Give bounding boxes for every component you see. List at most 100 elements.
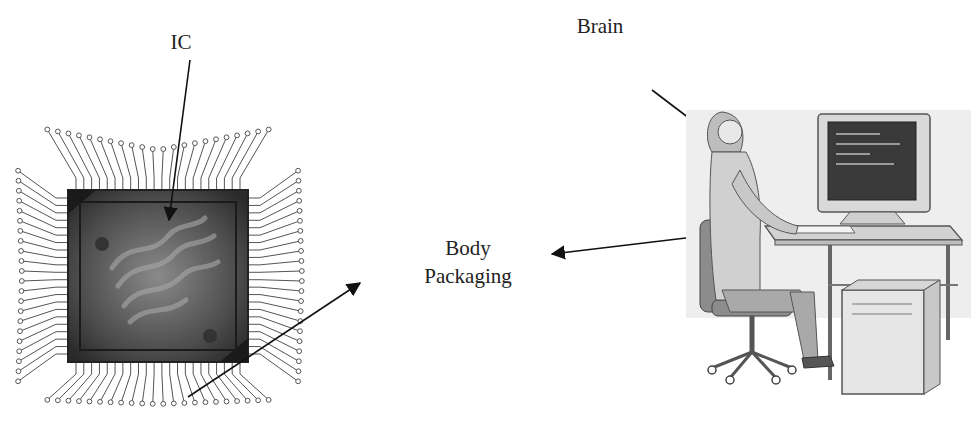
person-at-computer	[686, 110, 971, 394]
pin-lead	[22, 271, 68, 272]
pin-lead	[132, 145, 139, 190]
pin-lead	[132, 362, 139, 403]
pin-lead	[111, 141, 123, 190]
pin-end	[19, 299, 24, 304]
pin-lead	[153, 149, 154, 190]
pin-end	[18, 228, 23, 233]
chip-pins	[16, 127, 305, 406]
pin-lead	[193, 141, 205, 190]
pin-end	[297, 198, 302, 203]
pin-end	[19, 249, 24, 254]
pin-end	[45, 127, 50, 132]
pin-end	[256, 129, 261, 134]
pin-lead	[248, 339, 299, 361]
pin-end	[129, 401, 134, 406]
pin-lead	[162, 362, 163, 404]
pin-lead	[153, 362, 154, 404]
pin-lead	[18, 181, 68, 206]
pin-end	[296, 369, 301, 374]
pin-lead	[19, 339, 68, 361]
pin-end	[214, 137, 219, 142]
pin-end	[266, 127, 271, 132]
pin-end	[299, 289, 304, 294]
pin-end	[299, 259, 304, 264]
pin-lead	[58, 131, 84, 190]
pin-end	[299, 269, 304, 274]
pin-end	[77, 133, 82, 138]
pin-end	[140, 145, 145, 150]
pin-end	[182, 401, 187, 406]
pin-lead	[248, 354, 298, 381]
pin-end	[161, 401, 166, 406]
pin-end	[19, 259, 24, 264]
pin-end	[17, 208, 22, 213]
pin-lead	[68, 133, 91, 190]
pin-lead	[248, 347, 298, 372]
pin-end	[224, 399, 229, 404]
pin-lead	[232, 131, 258, 190]
pin-end	[298, 309, 303, 314]
pin-lead	[22, 280, 68, 281]
pin-lead	[20, 211, 68, 228]
pin-end	[296, 178, 301, 183]
pin-lead	[18, 347, 68, 372]
pin-lead	[248, 201, 299, 221]
pin-lead	[21, 287, 68, 291]
pin-end	[98, 399, 103, 404]
pin-end	[108, 139, 113, 144]
pin-end	[235, 133, 240, 138]
pin-lead	[248, 191, 299, 213]
pin-end	[245, 398, 250, 403]
pin-end	[16, 359, 21, 364]
pin-lead	[248, 295, 301, 302]
pin-end	[296, 168, 301, 173]
pin-end	[224, 135, 229, 140]
pin-end	[171, 145, 176, 150]
pin-end	[296, 359, 301, 364]
pin-lead	[18, 354, 68, 381]
pin-lead	[248, 271, 302, 272]
pin-lead	[248, 287, 301, 291]
pin-end	[16, 379, 21, 384]
pin-end	[108, 400, 113, 405]
pin-lead	[162, 149, 163, 190]
pin-end	[299, 249, 304, 254]
pin-lead	[19, 332, 68, 352]
pin-lead	[248, 171, 298, 198]
pin-lead	[21, 295, 68, 302]
pin-lead	[19, 201, 68, 221]
pin-end	[16, 168, 21, 173]
pin-lead	[20, 231, 68, 243]
pin-end	[55, 398, 60, 403]
pin-lead	[248, 309, 300, 321]
pin-end	[214, 399, 219, 404]
pin-end	[16, 178, 21, 183]
pin-end	[17, 349, 22, 354]
pin-end	[296, 379, 301, 384]
pin-end	[296, 188, 301, 193]
pin-end	[140, 401, 145, 406]
pin-end	[129, 143, 134, 148]
pin-lead	[248, 231, 300, 243]
pin-lead	[89, 137, 107, 190]
pin-end	[150, 147, 155, 152]
pin-end	[87, 135, 92, 140]
pin-lead	[217, 362, 238, 401]
pin-lead	[121, 362, 131, 403]
pin-lead	[178, 362, 185, 403]
pin-lead	[20, 309, 68, 321]
pin-lead	[21, 251, 68, 257]
pin-end	[119, 400, 124, 405]
pin-lead	[79, 362, 100, 401]
pin-end	[77, 399, 82, 404]
pin-end	[98, 137, 103, 142]
pin-end	[245, 131, 250, 136]
pin-end	[18, 309, 23, 314]
pin-end	[19, 289, 24, 294]
pin-end	[16, 188, 21, 193]
pin-lead	[248, 211, 300, 228]
packaging-label: Body Packaging	[410, 234, 526, 291]
pin-lead	[224, 362, 247, 401]
